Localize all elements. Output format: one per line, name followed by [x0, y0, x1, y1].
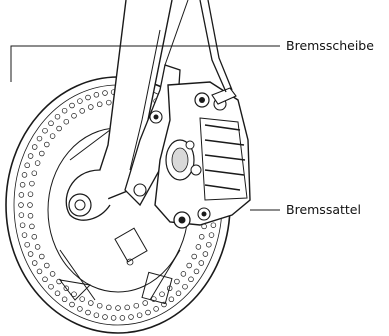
disc-hole — [39, 151, 44, 156]
label-brake-caliper: Bremssattel — [286, 204, 361, 217]
disc-hole — [49, 121, 54, 126]
label-brake-disc: Bremsscheibe — [286, 40, 374, 53]
disc-hole — [32, 261, 37, 266]
disc-hole — [78, 99, 83, 104]
disc-hole — [209, 233, 214, 238]
disc-hole — [94, 313, 99, 318]
disc-hole — [20, 182, 25, 187]
disc-hole — [199, 234, 204, 239]
disc-hole — [154, 307, 159, 312]
disc-hole — [125, 305, 130, 310]
disc-hole — [35, 161, 40, 166]
disc-hole — [28, 203, 33, 208]
disc-hole — [137, 313, 142, 318]
disc-hole — [146, 310, 151, 315]
disc-hole — [97, 303, 102, 308]
disc-hole — [203, 252, 208, 257]
disc-hole — [19, 193, 24, 198]
disc-hole — [169, 297, 174, 302]
disc-hole — [25, 242, 30, 247]
disc-hole — [28, 252, 33, 257]
disc-hole — [97, 102, 102, 107]
disc-hole — [88, 301, 93, 306]
disc-hole — [25, 163, 30, 168]
disc-hole — [187, 263, 192, 268]
disc-hole — [134, 303, 139, 308]
disc-hole — [32, 234, 37, 239]
disc-hole — [43, 277, 48, 282]
disc-hole — [111, 316, 116, 321]
disc-hole — [88, 105, 93, 110]
disc-hole — [129, 315, 134, 320]
disc-hole — [196, 245, 201, 250]
disc-hole — [19, 213, 24, 218]
disc-hole — [116, 306, 121, 311]
disc-hole — [70, 103, 75, 108]
disc-hole — [20, 223, 25, 228]
disc-hole — [43, 128, 48, 133]
disc-hole — [50, 272, 55, 277]
disc-hole — [55, 114, 60, 119]
disc-hole — [106, 305, 111, 310]
disc-hole — [44, 263, 49, 268]
disc-hole — [206, 242, 211, 247]
disc-hole — [62, 297, 67, 302]
disc-hole — [55, 291, 60, 296]
disc-hole — [80, 297, 85, 302]
disc-hole — [57, 126, 62, 131]
disc-hole — [183, 284, 188, 289]
disc-hole — [28, 192, 33, 197]
disc-hole — [64, 119, 69, 124]
disc-hole — [37, 136, 42, 141]
disc-hole — [35, 245, 40, 250]
disc-hole — [70, 302, 75, 307]
disc-hole — [192, 254, 197, 259]
disc-hole — [143, 301, 148, 306]
disc-hole — [50, 134, 55, 139]
disc-hole — [181, 272, 186, 277]
disc-hole — [30, 224, 35, 229]
disc-hole — [22, 233, 27, 238]
disc-hole — [78, 307, 83, 312]
disc-hole — [37, 269, 42, 274]
disc-hole — [211, 223, 216, 228]
disc-hole — [86, 310, 91, 315]
disc-hole — [39, 254, 44, 259]
brake-caliper — [155, 82, 250, 228]
disc-hole — [103, 315, 108, 320]
disc-hole — [28, 154, 33, 159]
disc-hole — [49, 284, 54, 289]
disc-hole — [189, 277, 194, 282]
disc-hole — [62, 108, 67, 113]
disc-hole — [32, 145, 37, 150]
disc-hole — [80, 109, 85, 114]
disc-hole — [160, 292, 165, 297]
disc-hole — [22, 173, 27, 178]
disc-hole — [32, 171, 37, 176]
disc-hole — [86, 95, 91, 100]
disc-hole — [106, 100, 111, 105]
disc-hole — [120, 316, 125, 321]
disc-hole — [199, 261, 204, 266]
disc-hole — [44, 142, 49, 147]
disc-hole — [30, 181, 35, 186]
disc-hole — [94, 92, 99, 97]
disc-hole — [176, 291, 181, 296]
disc-hole — [28, 213, 33, 218]
disc-hole — [72, 113, 77, 118]
disc-hole — [103, 91, 108, 96]
disc-hole — [194, 269, 199, 274]
disc-hole — [19, 203, 24, 208]
disc-hole — [175, 279, 180, 284]
